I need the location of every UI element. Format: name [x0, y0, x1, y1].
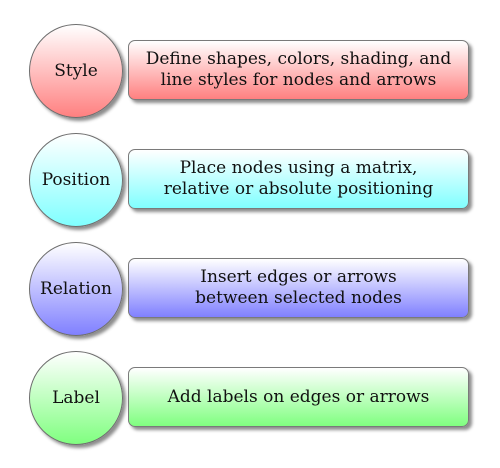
- step-style: Define shapes, colors, shading, and line…: [0, 22, 500, 132]
- step-relation-circle: Relation: [29, 242, 123, 336]
- step-relation-description-box: Insert edges or arrows between selected …: [128, 258, 469, 318]
- step-position-label: Position: [41, 170, 111, 190]
- step-style-description: Define shapes, colors, shading, and line…: [145, 49, 452, 90]
- step-relation: Insert edges or arrows between selected …: [0, 240, 500, 350]
- step-style-description-box: Define shapes, colors, shading, and line…: [128, 40, 469, 100]
- step-label-label: Label: [52, 388, 100, 408]
- step-label-description: Add labels on edges or arrows: [167, 386, 430, 407]
- step-label: Add labels on edges or arrows Label: [0, 349, 500, 459]
- step-relation-description: Insert edges or arrows between selected …: [195, 267, 402, 308]
- step-relation-label: Relation: [40, 279, 112, 299]
- step-style-circle: Style: [29, 24, 123, 118]
- step-label-description-box: Add labels on edges or arrows: [128, 367, 469, 427]
- step-position-circle: Position: [29, 133, 123, 227]
- step-position-description: Place nodes using a matrix, relative or …: [163, 158, 434, 199]
- step-label-circle: Label: [29, 351, 123, 445]
- step-style-label: Style: [54, 61, 98, 81]
- step-position-description-box: Place nodes using a matrix, relative or …: [128, 149, 469, 209]
- step-position: Place nodes using a matrix, relative or …: [0, 131, 500, 241]
